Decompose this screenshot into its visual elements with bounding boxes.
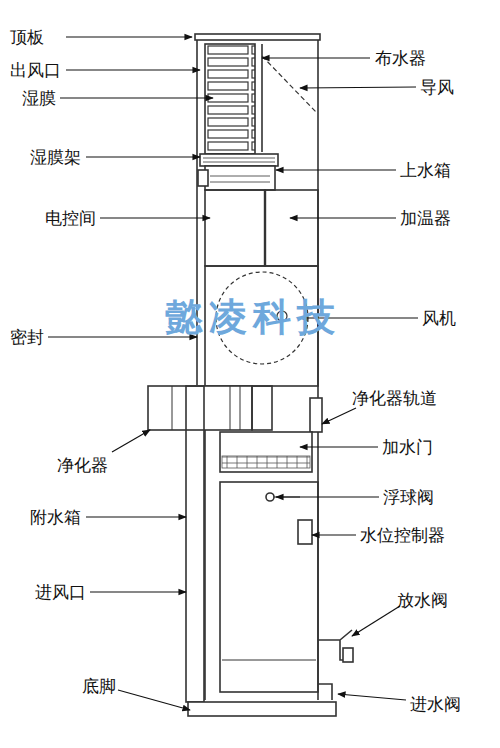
part-label: 净化器轨道: [352, 388, 437, 408]
part-label: 顶板: [10, 27, 44, 47]
part-label: 出风口: [10, 60, 61, 80]
part-label: 附水箱: [30, 507, 81, 527]
part-label: 密封: [10, 327, 44, 347]
part-label: 电控间: [45, 208, 96, 228]
part-label: 上水箱: [400, 160, 451, 180]
cabinet: [148, 34, 353, 716]
part-label: 净化器: [57, 455, 108, 475]
part-label: 底脚: [82, 676, 116, 696]
part-label: 湿膜: [22, 88, 56, 108]
part-label: 加水门: [382, 437, 433, 457]
part-label: 湿膜架: [30, 147, 81, 167]
part-label: 加温器: [400, 208, 451, 228]
part-label: 浮球阀: [383, 487, 434, 507]
part-label: 放水阀: [397, 590, 448, 610]
part-label: 导风: [420, 77, 454, 97]
watermark: 懿凌科技: [165, 295, 341, 339]
part-label: 进风口: [35, 582, 86, 602]
part-label: 风机: [422, 308, 456, 328]
part-label: 布水器: [375, 48, 426, 68]
part-label: 水位控制器: [360, 525, 445, 545]
part-label: 进水阀: [410, 694, 461, 714]
leader-lines: [48, 37, 418, 710]
